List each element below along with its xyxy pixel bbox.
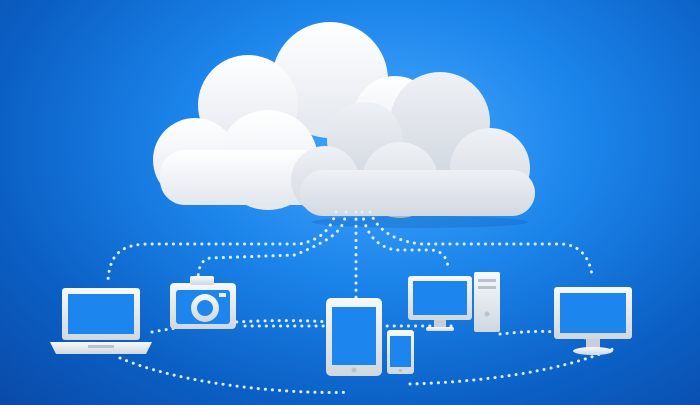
tablet-icon bbox=[326, 298, 382, 376]
smartphone-icon bbox=[387, 330, 414, 374]
camera-icon bbox=[170, 276, 236, 329]
laptop-icon bbox=[50, 288, 152, 354]
desktop-computer-icon bbox=[408, 272, 500, 332]
cloud-icon bbox=[153, 22, 535, 228]
monitor-icon bbox=[554, 287, 632, 355]
